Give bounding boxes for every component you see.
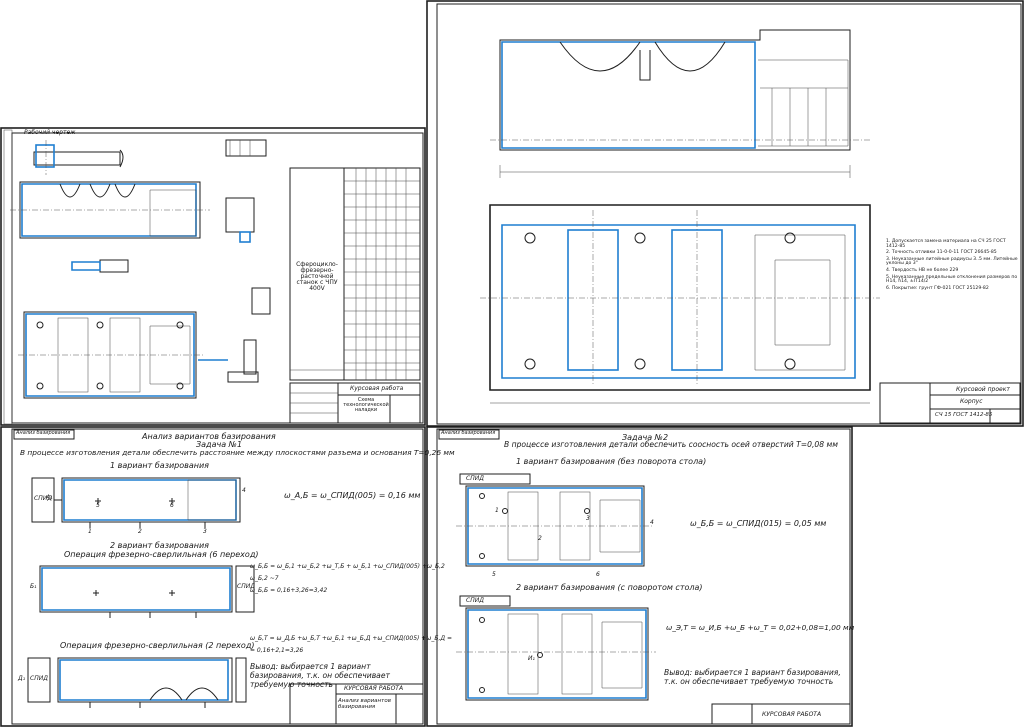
- sheet1-tools: [71, 139, 271, 383]
- sheet3-frame: [0, 426, 426, 727]
- note-6: 6. Покрытие: грунт ГФ-021 ГОСТ 25129-82: [886, 285, 989, 291]
- sheet3-task: Задача №1: [196, 440, 243, 449]
- s3-label-b1: Б₁: [30, 583, 37, 590]
- s3-label-4: 4: [242, 487, 246, 494]
- sheet2-section-view: [490, 29, 870, 178]
- s3-label-3: 3: [203, 528, 207, 535]
- sheet3-stamp: Анализ базирования: [16, 430, 71, 436]
- sheet3-spid-1: СПИД: [34, 495, 52, 502]
- sheet4-formula2: ω_Э,Т = ω_И,Б +ω_Б +ω_Т = 0,02+0,08=1,00…: [666, 623, 855, 632]
- sheet3-variant3-drawing: [27, 657, 247, 708]
- sheet3-title-sub: Анализ вариантов базирования: [338, 698, 391, 710]
- sheet3-heading: Анализ вариантов базирования: [142, 432, 276, 441]
- sheet3-formula2c: ω_Б,Б = 0,16+3,26=3,42: [250, 587, 328, 594]
- s3-label-a1: A₁: [46, 494, 53, 501]
- sheet4-spid-2: СПИД: [466, 597, 484, 604]
- s3-label-2: 2: [138, 528, 142, 535]
- sheet1-title-block: Курсовая работа: [350, 385, 404, 392]
- s3-label-5: 5: [96, 502, 100, 509]
- s4-label-5: 5: [492, 571, 496, 578]
- sheet4-conclusion: Вывод: выбирается 1 вариант базирования,…: [664, 668, 841, 687]
- sheet3-formula2a: ω_Б,Б = ω_Б,1 +ω_Б,2 +ω_Т,Б + ω_Б,1 +ω_С…: [250, 563, 445, 570]
- sheet3-title-block: КУРСОВАЯ РАБОТА: [344, 685, 404, 692]
- s4-label-3: 3: [586, 515, 590, 522]
- s4-label-2: 2: [538, 535, 542, 542]
- s4-label-i1: И₁: [528, 655, 535, 662]
- sheet3-header-rule: [13, 429, 75, 440]
- sheet4-spid-1: СПИД: [466, 475, 484, 482]
- note-5: 5. Неуказанные предельные отклонения раз…: [886, 274, 1018, 285]
- sheet3-variant2-drawing: [39, 565, 255, 618]
- note-1: 1. Допускается замена материала на СЧ 25…: [886, 239, 1006, 249]
- sheet4-header-rule: [438, 429, 500, 440]
- sheet4-stamp: Анализ базирования: [441, 430, 496, 436]
- sheet3-formula1: ω_A,Б = ω_СПИД(005) = 0,16 мм: [284, 491, 421, 500]
- sheet4-variant1-drawing: [456, 473, 652, 567]
- sheet3-variant1-drawing: [31, 477, 241, 528]
- s4-label-4: 4: [650, 519, 654, 526]
- sheet1-part-plan: [18, 311, 205, 399]
- sheet3-spid-3: СПИД: [30, 675, 48, 682]
- sheet1-cutter-top: [33, 140, 124, 175]
- sheet4-task: Задача №2: [622, 433, 669, 442]
- s3-label-6: 6: [170, 502, 174, 509]
- sheet3-operation2: Операция фрезерно-сверлильная (2 переход…: [60, 641, 255, 650]
- sheet1-stamp: Рабочий чертеж: [24, 129, 76, 136]
- sheet2-title-block: [879, 382, 1021, 424]
- sheet3-title-block: [289, 683, 424, 725]
- sheet4-intro: В процессе изготовления детали обеспечит…: [504, 440, 838, 449]
- sheet2-plan-view: [480, 204, 880, 404]
- sheet1-operation-table: [289, 167, 421, 381]
- sheet3-variant2: 2 вариант базирования: [110, 541, 209, 550]
- sheet4-frame: [426, 426, 853, 727]
- sheet4-title-block: КУРСОВАЯ РАБОТА: [762, 711, 822, 718]
- sheet4-title-block: [711, 703, 851, 725]
- sheet3-formula2b: ω_Б,2 ~7: [250, 575, 279, 582]
- sheet4-variant2: 2 вариант базирования (с поворотом стола…: [516, 583, 703, 592]
- sheet2-material: СЧ 15 ГОСТ 1412-85: [935, 412, 993, 418]
- sheet4-formula1: ω_Б,Б = ω_СПИД(015) = 0,05 мм: [690, 519, 827, 528]
- sheet3-formula3b: = 0,16+2,1=3,26: [250, 647, 304, 654]
- s3-label-d1: Д₁: [18, 675, 26, 682]
- sheet2-frame: [426, 0, 1024, 427]
- sheet2-title-block: Курсовой проект: [956, 386, 1010, 393]
- sheet1-part-section: [10, 181, 210, 239]
- sheet1-title-sub: Схема технологической наладки: [343, 397, 389, 413]
- sheet2-part-name: Корпус: [960, 398, 983, 405]
- sheet3-conclusion: Вывод: выбирается 1 вариант базирования,…: [250, 662, 390, 690]
- s4-label-1: 1: [495, 507, 499, 514]
- note-3: 3. Неуказанные литейные радиусы 3..5 мм.…: [886, 256, 1018, 267]
- sheet3-formula3a: ω_Б,Т = ω_Д,Б +ω_Б,Т +ω_Б,1 +ω_Б,Д +ω_СП…: [250, 635, 452, 642]
- sheet3-spid-2: СПИД: [237, 583, 255, 590]
- sheet4-variant1: 1 вариант базирования (без поворота стол…: [516, 457, 707, 466]
- sheet3-operation1: Операция фрезерно-сверлильная (6 переход…: [64, 550, 259, 559]
- note-2: 2. Точность отливки 11-0-0-11 ГОСТ 26645…: [886, 250, 997, 256]
- s3-label-1: 1: [88, 528, 92, 535]
- sheet1-title-block: [289, 382, 421, 424]
- sheet1-frame: [0, 127, 426, 426]
- sheet1-machine: Сфероцикло-фрезерно-расточной станок с Ч…: [296, 261, 338, 292]
- sheet4-variant2-drawing: [456, 595, 656, 701]
- sheet3-variant1: 1 вариант базирования: [110, 461, 209, 470]
- sheet3-intro: В процессе изготовления детали обеспечит…: [20, 448, 455, 457]
- sheet2-notes: 1. Допускается замена материала на СЧ 25…: [886, 239, 1018, 291]
- s4-label-6: 6: [596, 571, 600, 578]
- note-4: 4. Твердость НВ не более 229: [886, 267, 959, 273]
